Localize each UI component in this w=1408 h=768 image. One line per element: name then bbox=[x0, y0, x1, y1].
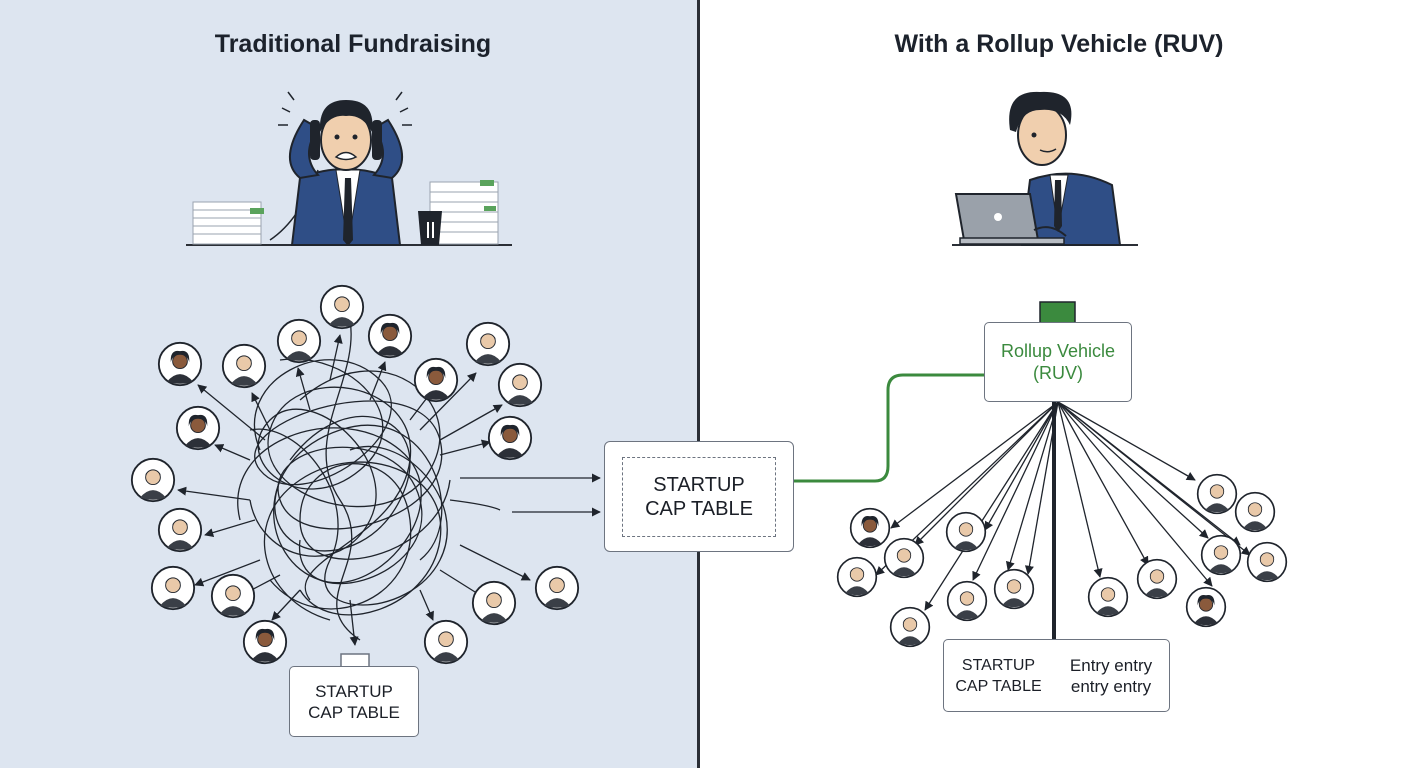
investor-avatar bbox=[849, 507, 891, 549]
right-entry-label: Entry entry entry entry bbox=[1069, 655, 1153, 696]
investor-avatar bbox=[210, 573, 256, 619]
investor-avatar bbox=[1196, 473, 1238, 515]
investor-avatar bbox=[1246, 541, 1288, 583]
green-connector bbox=[794, 373, 984, 483]
investor-avatar bbox=[534, 565, 580, 611]
investor-avatar bbox=[367, 313, 413, 359]
calm-person-illustration bbox=[952, 91, 1138, 246]
right-cap-table-label: STARTUP CAP TABLE bbox=[955, 656, 1042, 695]
investor-avatar bbox=[157, 341, 203, 387]
investor-avatar bbox=[1200, 534, 1242, 576]
web-loose-end bbox=[449, 499, 501, 511]
investor-avatar bbox=[945, 511, 987, 553]
web-arrows bbox=[177, 334, 601, 646]
right-cap-table-box: STARTUP CAP TABLE Entry entry entry entr… bbox=[943, 639, 1170, 712]
right-panel-title: With a Rollup Vehicle (RUV) bbox=[894, 30, 1224, 58]
investor-avatar bbox=[413, 357, 459, 403]
investor-avatar bbox=[130, 457, 176, 503]
investor-avatar bbox=[883, 537, 925, 579]
investor-avatar bbox=[487, 415, 533, 461]
trash-bin bbox=[418, 211, 442, 245]
investor-avatar bbox=[423, 619, 469, 665]
investor-avatar bbox=[242, 619, 288, 665]
investor-avatar bbox=[471, 580, 517, 626]
investor-avatar bbox=[889, 606, 931, 648]
investor-avatar bbox=[1087, 576, 1129, 618]
investor-avatar bbox=[465, 321, 511, 367]
investor-avatar bbox=[175, 405, 221, 451]
paper-stack-left bbox=[192, 201, 264, 245]
ruv-fanout-arrows bbox=[875, 401, 1251, 611]
investor-avatar bbox=[1234, 491, 1276, 533]
investor-avatar bbox=[1185, 586, 1227, 628]
investor-avatar bbox=[276, 318, 322, 364]
investor-avatar bbox=[497, 362, 543, 408]
tangled-connections bbox=[237, 319, 451, 641]
investor-avatar bbox=[221, 343, 267, 389]
ruv-label: Rollup Vehicle (RUV) bbox=[984, 322, 1132, 402]
investor-avatar bbox=[1136, 558, 1178, 600]
stressed-person-illustration bbox=[186, 91, 512, 246]
center-cap-table-label: STARTUP CAP TABLE bbox=[622, 456, 776, 537]
investor-avatar bbox=[946, 580, 988, 622]
investor-avatar bbox=[993, 568, 1035, 610]
panel-divider bbox=[697, 0, 700, 768]
investor-avatar bbox=[836, 556, 878, 598]
investor-avatar bbox=[150, 565, 196, 611]
left-cap-table-label: STARTUP CAP TABLE bbox=[289, 666, 419, 737]
paper-stack-right bbox=[429, 180, 499, 245]
left-panel-title: Traditional Fundraising bbox=[214, 30, 492, 58]
investor-avatar bbox=[157, 507, 203, 553]
center-cap-table-box: STARTUP CAP TABLE bbox=[604, 441, 794, 552]
right-investor-avatars bbox=[836, 473, 1288, 648]
investor-avatar bbox=[319, 284, 365, 330]
